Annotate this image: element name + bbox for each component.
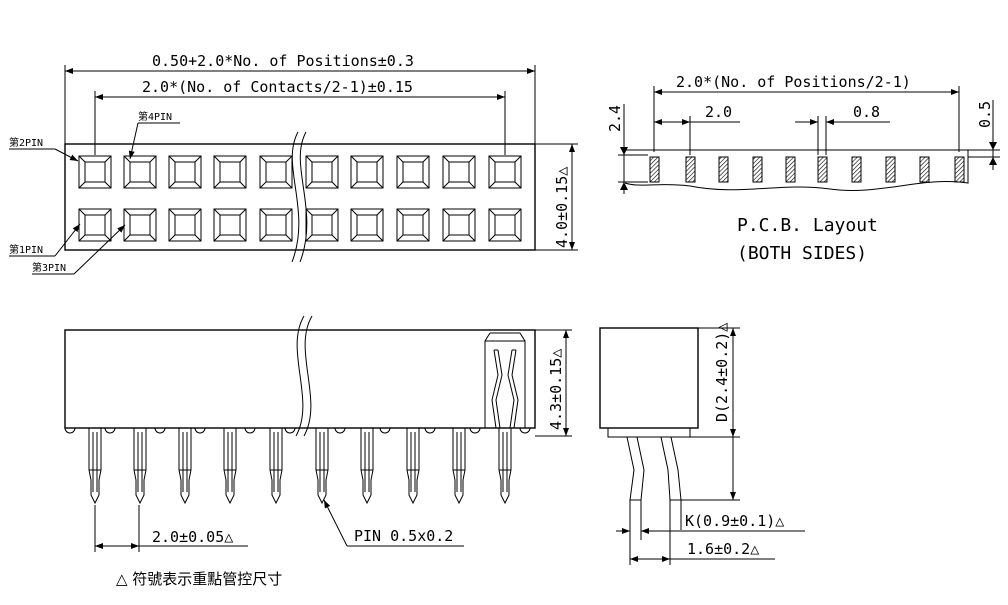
dim-front-pitch-text: 2.0±0.05△ <box>152 528 233 546</box>
contact-square <box>123 208 157 242</box>
front-pin <box>452 428 466 505</box>
contact-square <box>305 208 339 242</box>
pcb-pad <box>718 156 729 183</box>
bump <box>379 427 391 434</box>
side-right-leg <box>660 436 671 530</box>
contact-square <box>259 208 293 242</box>
front-view-body <box>64 329 536 429</box>
contact-square <box>396 155 430 189</box>
front-break-line-2 <box>303 315 313 437</box>
pcb-pads <box>649 156 965 183</box>
dim-side-16-text: 1.6±0.2△ <box>687 540 759 558</box>
contact-square <box>396 208 430 242</box>
dim-pcb-pad-len-text: 2.4 <box>606 105 624 132</box>
dim-side-d-text: D(2.4±0.2)△ <box>713 323 731 422</box>
bump <box>469 427 481 434</box>
contact-square <box>213 208 247 242</box>
top-view: 0.50+2.0*No. of Positions±0.3 2.0*(No. o… <box>9 52 578 275</box>
bump <box>64 427 76 434</box>
pcb-pad <box>954 156 965 183</box>
front-pin <box>498 428 512 505</box>
pin4-label: 第4PIN <box>138 110 172 123</box>
bump <box>194 427 206 434</box>
contact-square <box>259 155 293 189</box>
pin3-label: 第3PIN <box>32 261 66 274</box>
top-break-line-1 <box>291 131 300 263</box>
bump <box>519 427 531 434</box>
front-pin <box>360 428 374 505</box>
pcb-pad <box>685 156 696 183</box>
pin-size-text: PIN 0.5x0.2 <box>354 527 453 545</box>
contact-square <box>168 155 202 189</box>
dim-pcb-pad-width-text: 0.8 <box>853 103 880 121</box>
front-pin <box>406 428 420 505</box>
critical-dimension-note: △ 符號表示重點管控尺寸 <box>116 570 282 588</box>
contact-square <box>305 155 339 189</box>
contact-square <box>442 208 476 242</box>
contact-square <box>78 155 112 189</box>
pcb-layout-view: 2.0*(No. of Positions/2-1) 2.0 0.8 2.4 0… <box>606 73 1000 264</box>
contact-square <box>123 155 157 189</box>
front-pin <box>178 428 192 505</box>
front-pin <box>315 428 329 505</box>
top-break-line-2 <box>299 131 308 263</box>
dim-side-k-text: K(0.9±0.1)△ <box>685 512 784 530</box>
dim-front-height-text: 4.3±0.15△ <box>547 349 565 430</box>
bump <box>244 427 256 434</box>
pcb-pad <box>919 156 930 183</box>
contact-square <box>168 208 202 242</box>
pcb-pad <box>851 156 862 183</box>
top-view-body <box>64 143 536 251</box>
front-pin <box>223 428 237 505</box>
pcb-pad <box>752 156 763 183</box>
pcb-board-outline <box>624 149 969 191</box>
pcb-pad <box>885 156 896 183</box>
pcb-pad <box>785 156 796 183</box>
front-view: 4.3±0.15△ 2.0±0.05△ PIN 0.5x0.2 <box>64 315 572 552</box>
pin2-label: 第2PIN <box>9 136 43 149</box>
pin1-label: 第1PIN <box>9 243 43 256</box>
pcb-layout-subtitle: (BOTH SIDES) <box>737 243 867 264</box>
dim-pcb-pitch-text: 2.0 <box>705 103 732 121</box>
dim-pcb-span-text: 2.0*(No. of Positions/2-1) <box>676 73 911 91</box>
pcb-layout-title: P.C.B. Layout <box>737 215 878 236</box>
dim-contacts-text: 2.0*(No. of Contacts/2-1)±0.15 <box>142 78 413 96</box>
side-view: D(2.4±0.2)△ K(0.9±0.1)△ 1.6±0.2△ <box>599 323 805 565</box>
contact-square <box>442 155 476 189</box>
contact-square <box>78 208 112 242</box>
bump <box>284 427 296 434</box>
dim-overall-text: 0.50+2.0*No. of Positions±0.3 <box>152 52 414 70</box>
contact-square <box>488 155 522 189</box>
dim-pcb-offset-text: 0.5 <box>976 101 994 128</box>
bump <box>424 427 436 434</box>
contact-square <box>350 155 384 189</box>
pcb-pad <box>649 156 660 183</box>
contact-square <box>350 208 384 242</box>
front-pin <box>88 428 102 505</box>
bump <box>334 427 346 434</box>
contact-square <box>488 208 522 242</box>
top-view-contacts <box>78 155 522 242</box>
bump <box>104 427 116 434</box>
front-contact-detail <box>484 332 526 429</box>
front-pin <box>269 428 283 505</box>
contact-square <box>213 155 247 189</box>
side-view-body <box>599 327 699 429</box>
pcb-pad <box>817 156 828 183</box>
front-view-pins <box>64 427 531 505</box>
front-pin <box>133 428 147 505</box>
dim-top-height-text: 4.0±0.15△ <box>553 167 571 248</box>
bump <box>154 427 166 434</box>
front-break-line-1 <box>295 315 305 437</box>
